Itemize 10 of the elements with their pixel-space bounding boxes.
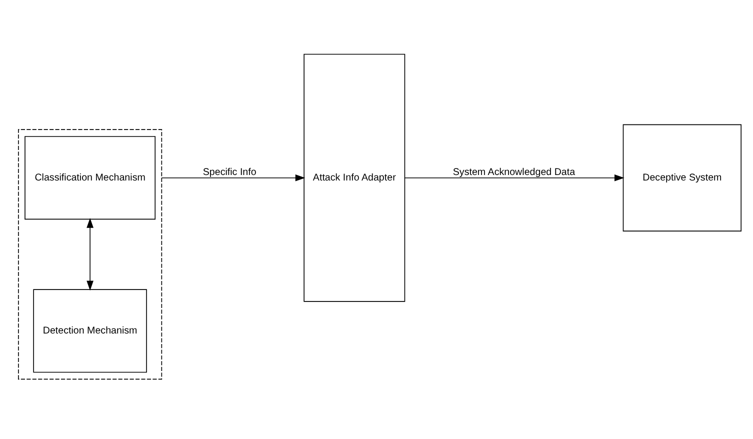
node-box: Classification Mechanism	[24, 136, 156, 220]
arrow	[161, 174, 306, 181]
arrow	[404, 174, 624, 181]
node-box: Attack Info Adapter	[304, 53, 406, 302]
node-box: Detection Mechanism	[33, 288, 147, 372]
edge-label: System Acknowledged Data	[452, 166, 576, 178]
edge-label: Specific Info	[202, 166, 256, 178]
cluster	[18, 128, 162, 380]
arrow	[86, 217, 94, 290]
node-box: Deceptive System	[622, 124, 742, 231]
